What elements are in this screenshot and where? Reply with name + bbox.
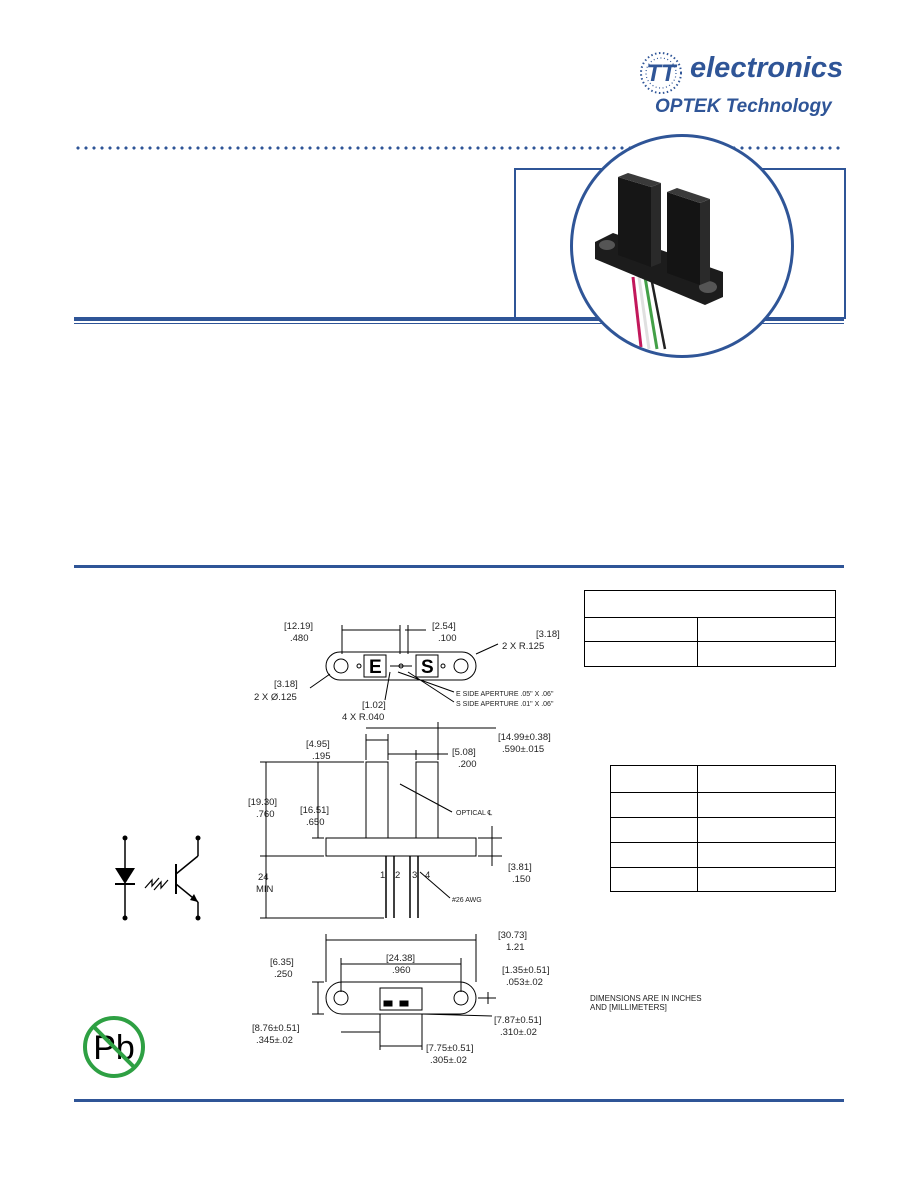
side-d2-in: .590±.015: [502, 744, 544, 755]
side-d3-in: .200: [458, 759, 477, 770]
top-d3-in: 2 X R.125: [502, 641, 544, 652]
pinout-cell: [584, 641, 698, 667]
bottom-d4-mm: [1.35±0.51]: [502, 965, 549, 976]
bottom-view: [30.73] 1.21 [6.35] .250 [24.38] .960 [1…: [252, 930, 549, 1066]
ordering-cell: [697, 842, 836, 868]
top-d5-mm: [1.02]: [362, 700, 386, 711]
pinout-cell: [697, 617, 836, 642]
bottom-d7-mm: [7.75±0.51]: [426, 1043, 473, 1054]
bottom-d2-in: .250: [274, 969, 293, 980]
ordering-cell: [610, 817, 698, 843]
ordering-table: [610, 765, 836, 892]
top-d1-mm: [12.19]: [284, 621, 313, 632]
side-d4-mm: [19.30]: [248, 797, 277, 808]
bottom-d7-in: .305±.02: [430, 1055, 467, 1066]
awg-label: #26 AWG: [452, 897, 482, 904]
pinout-cell: [697, 641, 836, 667]
ordering-cell: [697, 792, 836, 818]
product-photo: [570, 134, 794, 358]
aperture-s-note: S SIDE APERTURE .01" X .06": [456, 701, 554, 708]
ordering-cell: [697, 867, 836, 892]
schematic-symbol: [110, 830, 220, 930]
bottom-d1-mm: [30.73]: [498, 930, 527, 941]
aperture-e-note: E SIDE APERTURE .05" X .06": [456, 691, 554, 698]
top-d3-mm: [3.18]: [536, 629, 560, 640]
side-d2-mm: [14.99±0.38]: [498, 732, 551, 743]
side-d5-mm: [16.51]: [300, 805, 329, 816]
tt-logo-mark: TT: [638, 50, 684, 96]
top-d2-mm: [2.54]: [432, 621, 456, 632]
brand-subtitle: OPTEK Technology: [655, 96, 832, 117]
dimension-note-line1: DIMENSIONS ARE IN INCHES: [590, 994, 702, 1003]
ordering-cell: [610, 842, 698, 868]
pinout-table-header: [584, 590, 836, 618]
bottom-d3-in: .960: [392, 965, 411, 976]
dimension-note: DIMENSIONS ARE IN INCHES AND [MILLIMETER…: [590, 994, 702, 1012]
side-d6-mm: [3.81]: [508, 862, 532, 873]
pin-2: 2: [395, 870, 400, 881]
bottom-d6-in: .345±.02: [256, 1035, 293, 1046]
bottom-d5-in: .310±.02: [500, 1027, 537, 1038]
bottom-d2-mm: [6.35]: [270, 957, 294, 968]
section-rule-mid: [74, 565, 844, 568]
side-d7-in: 24: [258, 872, 269, 883]
dotted-divider: [74, 145, 844, 151]
lead-free-icon: Pb: [81, 1014, 147, 1080]
top-d1-in: .480: [290, 633, 309, 644]
section-rule-bottom: [74, 1099, 844, 1102]
top-d2-in: .100: [438, 633, 457, 644]
top-view: [12.19] .480 [2.54] .100 [3.18] 2 X R.12…: [254, 621, 560, 723]
side-d1-in: .195: [312, 751, 331, 762]
bottom-d5-mm: [7.87±0.51]: [494, 1015, 541, 1026]
title-rule-thick: [74, 317, 844, 321]
optical-center-label: OPTICAL ℄: [456, 810, 493, 817]
label-e: E: [369, 657, 382, 678]
dimension-note-line2: AND [MILLIMETERS]: [590, 1003, 667, 1012]
side-d7-label: MIN: [256, 884, 274, 895]
title-rule-thin: [74, 323, 844, 324]
logo-mark-text: TT: [646, 60, 678, 87]
ordering-cell: [697, 817, 836, 843]
brand-name: electronics: [690, 52, 844, 84]
side-d3-mm: [5.08]: [452, 747, 476, 758]
pin-3: 3: [412, 870, 417, 881]
side-d6-in: .150: [512, 874, 531, 885]
top-d4-mm: [3.18]: [274, 679, 298, 690]
bottom-d1-in: 1.21: [506, 942, 525, 953]
ordering-cell: [610, 792, 698, 818]
bottom-d6-mm: [8.76±0.51]: [252, 1023, 299, 1034]
side-d1-mm: [4.95]: [306, 739, 330, 750]
pinout-table: [584, 590, 836, 667]
ordering-cell: [610, 867, 698, 892]
bottom-d4-in: .053±.02: [506, 977, 543, 988]
top-d4-in: 2 X Ø.125: [254, 692, 297, 703]
bottom-d3-mm: [24.38]: [386, 953, 415, 964]
mechanical-drawing: [12.19] .480 [2.54] .100 [3.18] 2 X R.12…: [240, 612, 600, 1072]
label-s: S: [421, 657, 434, 678]
pin-4: 4: [425, 870, 430, 881]
side-view: [4.95] .195 [14.99±0.38] .590±.015 [5.08…: [248, 722, 551, 919]
side-d5-in: .650: [306, 817, 325, 828]
side-d4-in: .760: [256, 809, 275, 820]
top-d5-in: 4 X R.040: [342, 712, 384, 723]
pinout-cell: [584, 617, 698, 642]
ordering-cell: [610, 765, 698, 793]
pin-1: 1: [380, 870, 385, 881]
ordering-cell: [697, 765, 836, 793]
